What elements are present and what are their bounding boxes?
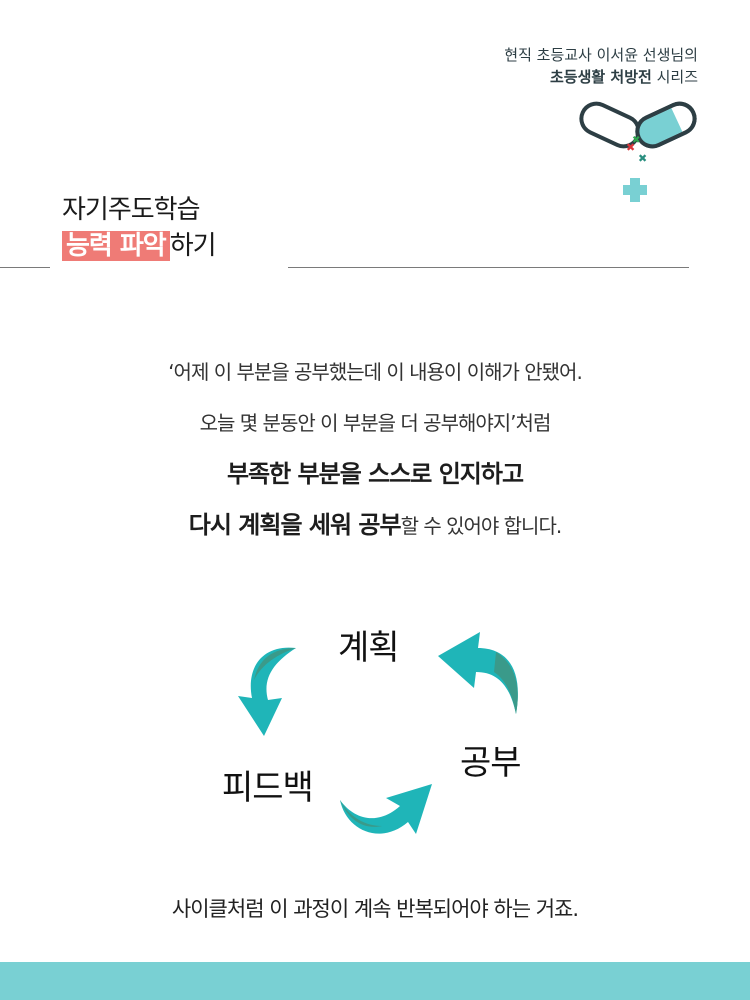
series-line2: 초등생활 처방전 시리즈	[504, 66, 698, 88]
footer-text: 사이클처럼 이 과정이 계속 반복되어야 하는 거죠.	[171, 897, 579, 921]
series-name: 초등생활 처방전	[550, 68, 652, 86]
series-suffix: 시리즈	[651, 68, 698, 86]
divider-right	[288, 267, 689, 268]
title-suffix: 하기	[169, 231, 217, 261]
body-text: ‘어제 이 부분을 공부했는데 이 내용이 이해가 안됐어. 오늘 몇 분동안 …	[0, 352, 750, 556]
body-line1: ‘어제 이 부분을 공부했는데 이 내용이 이해가 안됐어.	[168, 360, 583, 384]
cycle-plan-label: 계획	[338, 628, 400, 668]
body-line2: 오늘 몇 분동안 이 부분을 더 공부해야지’처럼	[199, 411, 552, 435]
body-line3: 부족한 부분을 스스로 인지하고	[226, 460, 524, 488]
cycle-study-label: 공부	[460, 743, 522, 783]
cycle-arrow-icon	[438, 632, 518, 714]
body-line4-rest: 할 수 있어야 합니다.	[400, 514, 563, 538]
body-line4: 다시 계획을 세워 공부할 수 있어야 합니다.	[0, 505, 750, 556]
title-line1: 자기주도학습	[62, 195, 201, 225]
body-line4-bold: 다시 계획을 세워 공부	[188, 511, 402, 539]
plus-icon	[623, 178, 647, 202]
svg-text:✖: ✖	[626, 141, 635, 154]
cycle-arrow-icon	[238, 647, 296, 736]
cycle-feedback-label: 피드백	[222, 768, 314, 808]
cycle-arrow-icon	[340, 784, 432, 834]
svg-text:✖: ✖	[638, 152, 647, 165]
capsule-icon: ✖ ✖ ✖	[579, 101, 697, 202]
series-line1: 현직 초등교사 이서윤 선생님의	[504, 46, 698, 64]
bottom-band	[0, 962, 750, 1000]
svg-text:✖: ✖	[632, 135, 640, 146]
divider-left	[0, 267, 50, 268]
series-header: 현직 초등교사 이서윤 선생님의 초등생활 처방전 시리즈	[504, 44, 698, 88]
title-highlight: 능력 파악	[62, 231, 170, 261]
